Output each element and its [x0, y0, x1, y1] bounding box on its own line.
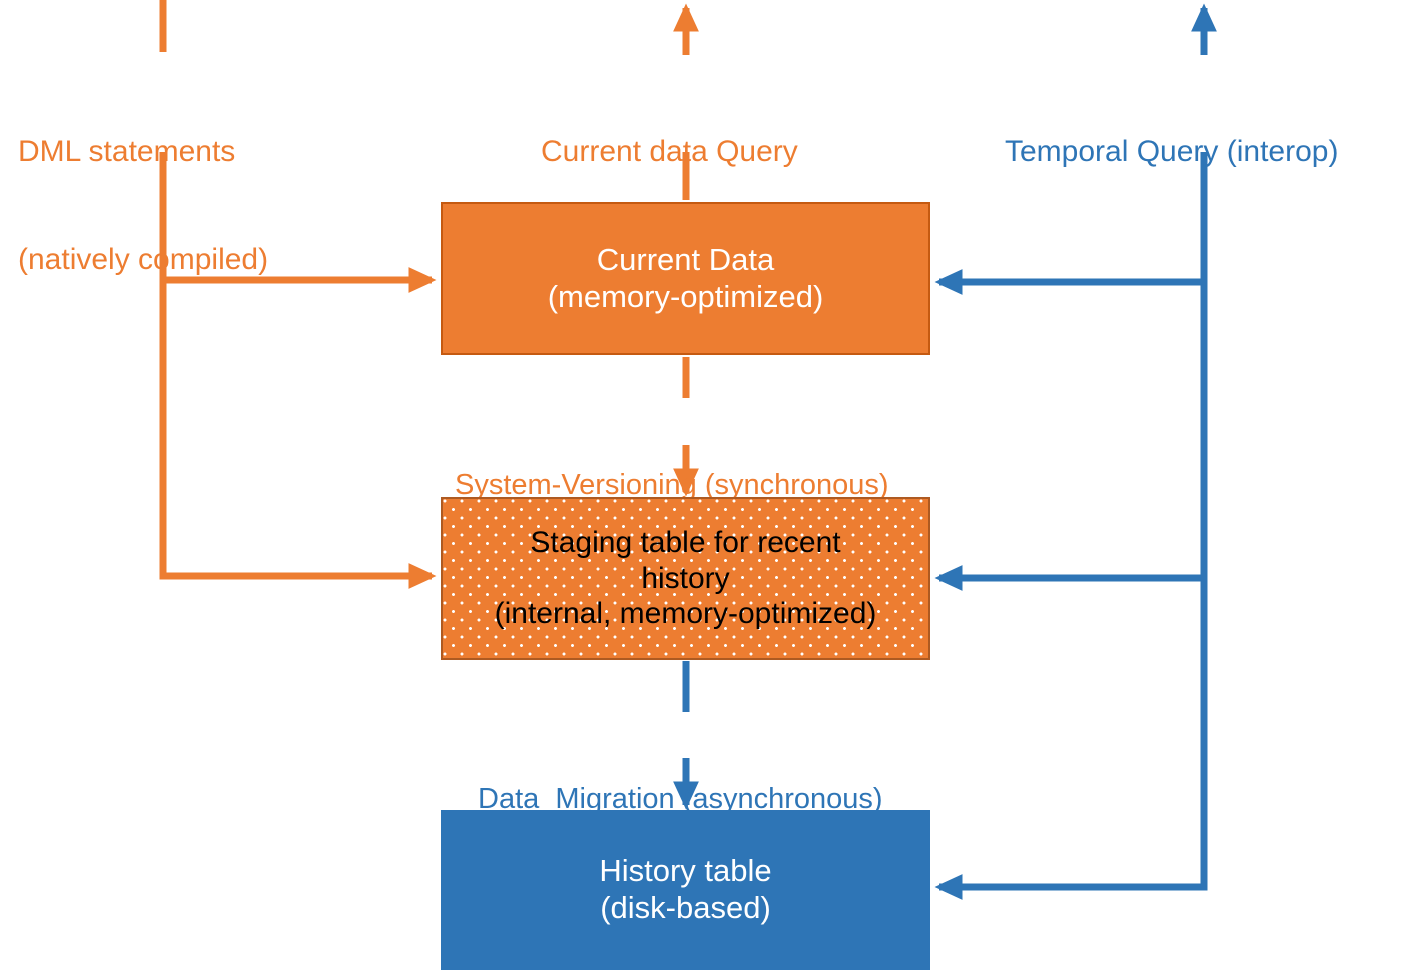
node-current-data-line2: (memory-optimized): [547, 278, 824, 314]
label-temporal-query: Temporal Query (interop): [1005, 62, 1338, 242]
node-current-data-line1: Current Data: [596, 241, 775, 277]
node-current-data: Current Data (memory-optimized): [441, 202, 930, 355]
label-data-migration-line1: Data Migration (asynchronous): [478, 782, 883, 815]
node-history-table: History table (disk-based): [441, 810, 930, 970]
node-staging-table: Staging table for recent history (intern…: [441, 497, 930, 660]
node-history-table-line1: History table: [599, 853, 772, 889]
node-staging-table-line3: (internal, memory-optimized): [494, 597, 877, 631]
label-dml-statements-line2: (natively compiled): [18, 243, 269, 276]
node-staging-table-line2: history: [641, 561, 730, 595]
connector-dml-to-staging-table: [159, 280, 437, 589]
label-current-data-query-line1: Current data Query: [541, 135, 798, 168]
label-system-versioning: System-Versioning (synchronous): [455, 398, 889, 572]
label-data-migration: Data Migration (asynchronous): [478, 712, 883, 886]
connector-temporal-query-to-staging-table: [934, 282, 1208, 591]
label-dml-statements-line1: DML statements: [18, 135, 236, 168]
label-temporal-query-line1: Temporal Query (interop): [1005, 135, 1339, 168]
label-system-versioning-line1: System-Versioning (synchronous): [455, 468, 889, 501]
label-dml-statements: DML statements (natively compiled): [18, 62, 268, 350]
node-history-table-line2: (disk-based): [600, 890, 771, 925]
node-staging-table-line1: Staging table for recent: [530, 526, 841, 560]
connector-temporal-query-to-history-table: [934, 578, 1208, 900]
